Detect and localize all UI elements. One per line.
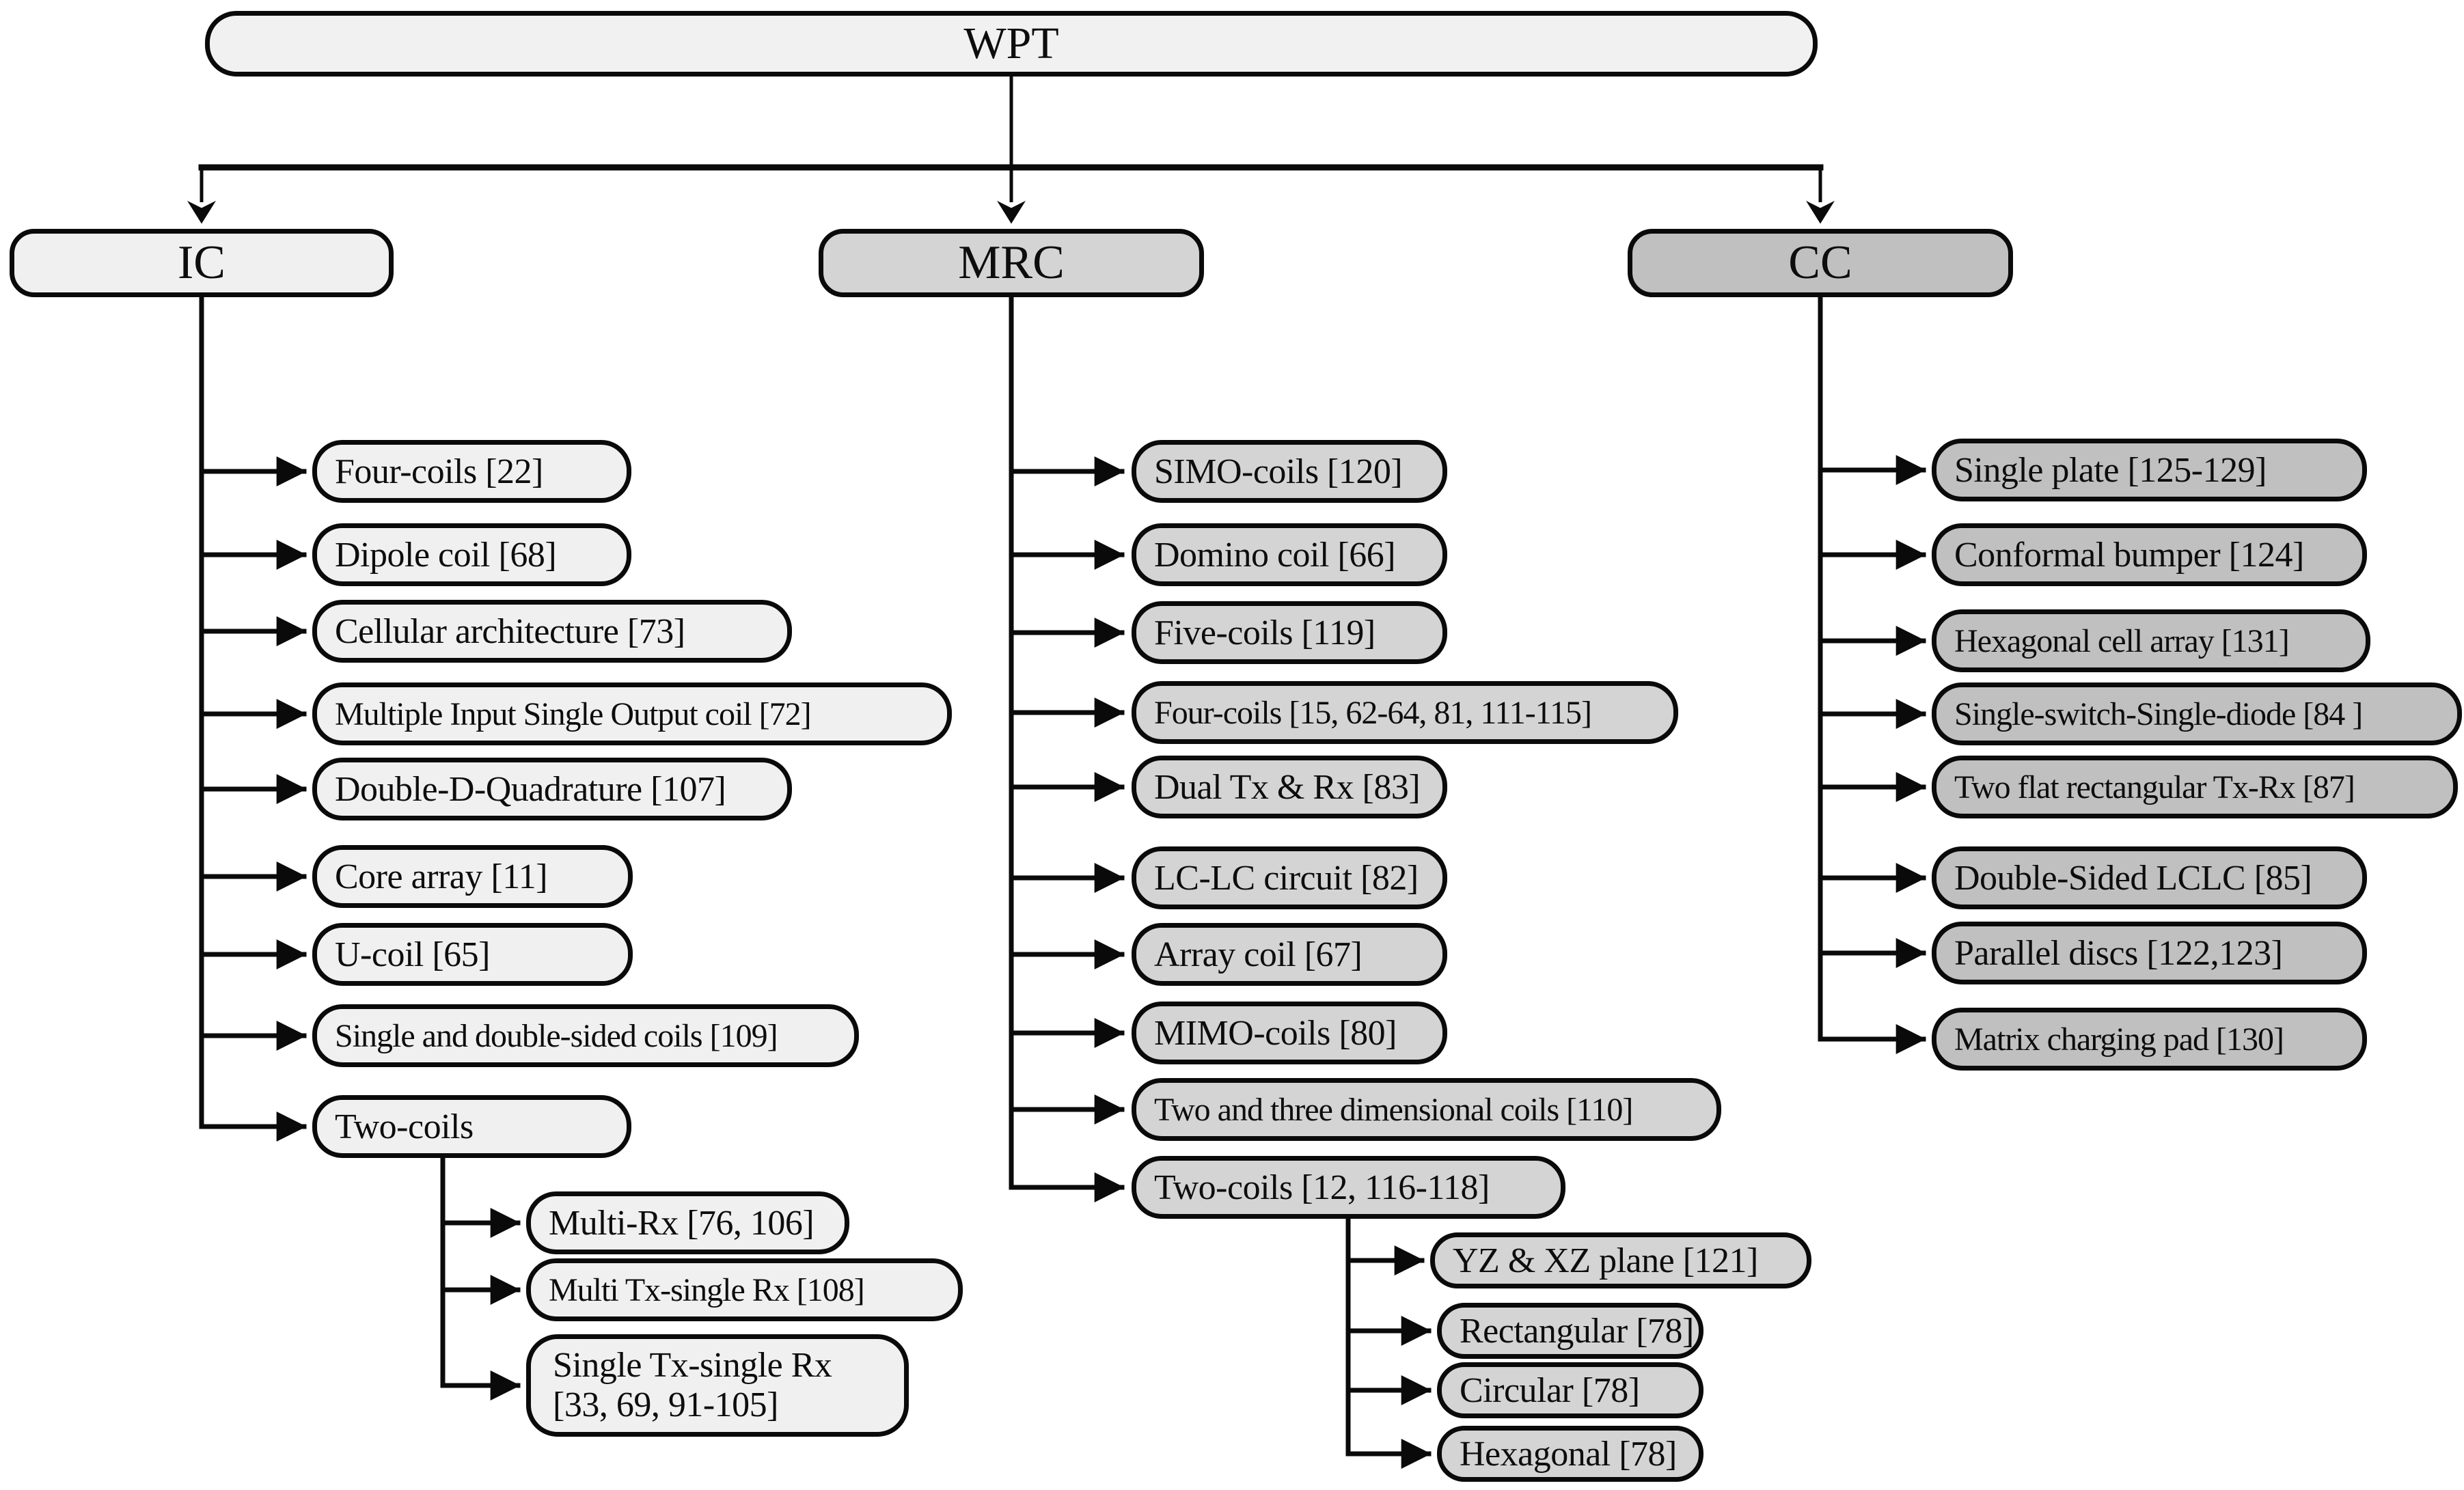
node-four-coils-22: Four-coils [22] (312, 440, 631, 503)
node-yz-xz-plane: YZ & XZ plane [121] (1430, 1232, 1811, 1288)
node-five-coils: Five-coils [119] (1132, 601, 1447, 664)
node-array-coil: Array coil [67] (1132, 923, 1447, 986)
node-conformal-bumper: Conformal bumper [124] (1932, 523, 2367, 586)
node-label: MIMO-coils [80] (1154, 1013, 1397, 1053)
node-hexagonal-cell-array: Hexagonal cell array [131] (1932, 609, 2370, 672)
node-label: Cellular architecture [73] (335, 611, 685, 651)
node-cc: CC (1628, 229, 2013, 297)
node-label: Rectangular [78] (1460, 1311, 1694, 1351)
node-multi-rx: Multi-Rx [76, 106] (526, 1191, 849, 1254)
node-label: Multiple Input Single Output coil [72] (335, 695, 812, 732)
node-ic: IC (10, 229, 394, 297)
node-single-plate: Single plate [125-129] (1932, 439, 2367, 501)
node-label: Parallel discs [122,123] (1954, 933, 2283, 973)
node-two-coils-mrc: Two-coils [12, 116-118] (1132, 1156, 1565, 1219)
node-simo-coils: SIMO-coils [120] (1132, 440, 1447, 503)
node-parallel-discs: Parallel discs [122,123] (1932, 922, 2367, 984)
node-two-coils-ic: Two-coils (312, 1095, 631, 1158)
node-domino-coil: Domino coil [66] (1132, 523, 1447, 586)
node-dual-tx-rx: Dual Tx & Rx [83] (1132, 756, 1447, 818)
node-label: Matrix charging pad [130] (1954, 1021, 2284, 1058)
node-single-and-double-sided-coils: Single and double-sided coils [109] (312, 1004, 859, 1067)
node-label: Two flat rectangular Tx-Rx [87] (1954, 769, 2355, 805)
node-wpt: WPT (205, 11, 1818, 77)
node-label: Core array [11] (335, 857, 548, 896)
node-hexagonal: Hexagonal [78] (1437, 1426, 1703, 1482)
node-double-sided-lclc: Double-Sided LCLC [85] (1932, 846, 2367, 909)
node-label: Multi Tx-single Rx [108] (549, 1271, 865, 1308)
node-two-and-three-dimensional-coils: Two and three dimensional coils [110] (1132, 1078, 1721, 1141)
node-rectangular: Rectangular [78] (1437, 1303, 1703, 1359)
node-mrc: MRC (819, 229, 1204, 297)
node-label: Two-coils [12, 116-118] (1154, 1168, 1490, 1207)
node-label: Two-coils (335, 1107, 474, 1146)
node-label: Dipole coil [68] (335, 535, 557, 575)
node-cellular-architecture: Cellular architecture [73] (312, 600, 792, 663)
node-label: Double-D-Quadrature [107] (335, 769, 726, 809)
node-label: Conformal bumper [124] (1954, 535, 2304, 575)
node-four-coils-mrc: Four-coils [15, 62-64, 81, 111-115] (1132, 681, 1678, 744)
ic-connectors (199, 294, 521, 1401)
node-label: Hexagonal [78] (1460, 1434, 1677, 1474)
node-dipole-coil: Dipole coil [68] (312, 523, 631, 586)
node-u-coil: U-coil [65] (312, 923, 633, 986)
node-mrc-label: MRC (958, 236, 1065, 289)
node-lc-lc-circuit: LC-LC circuit [82] (1132, 846, 1447, 909)
node-label: YZ & XZ plane [121] (1453, 1241, 1758, 1280)
node-two-flat-rectangular-tx-rx: Two flat rectangular Tx-Rx [87] (1932, 756, 2458, 818)
cc-connectors (1818, 294, 1926, 1054)
node-ic-label: IC (178, 236, 225, 289)
node-label: Five-coils [119] (1154, 613, 1375, 652)
node-label: Domino coil [66] (1154, 535, 1396, 575)
node-label: Four-coils [22] (335, 452, 543, 491)
node-label: Single Tx-single Rx [33, 69, 91-105] (553, 1345, 832, 1424)
node-multi-tx-single-rx: Multi Tx-single Rx [108] (526, 1258, 963, 1321)
node-label: Single plate [125-129] (1954, 450, 2267, 490)
node-double-d-quadrature: Double-D-Quadrature [107] (312, 758, 792, 820)
node-label: SIMO-coils [120] (1154, 452, 1403, 491)
node-label: Multi-Rx [76, 106] (549, 1203, 815, 1243)
node-label: Circular [78] (1460, 1370, 1640, 1410)
node-label: U-coil [65] (335, 935, 490, 974)
node-label: LC-LC circuit [82] (1154, 858, 1419, 898)
node-multiple-input-single-output: Multiple Input Single Output coil [72] (312, 682, 952, 745)
node-cc-label: CC (1788, 236, 1852, 289)
node-single-tx-single-rx: Single Tx-single Rx [33, 69, 91-105] (526, 1334, 909, 1437)
node-matrix-charging-pad: Matrix charging pad [130] (1932, 1008, 2367, 1071)
node-single-switch-single-diode: Single-switch-Single-diode [84 ] (1932, 682, 2462, 745)
node-circular: Circular [78] (1437, 1362, 1703, 1418)
root-connectors (187, 77, 1835, 224)
node-label: Dual Tx & Rx [83] (1154, 767, 1421, 807)
mrc-connectors (1009, 294, 1432, 1469)
node-label: Single and double-sided coils [109] (335, 1017, 778, 1054)
node-mimo-coils: MIMO-coils [80] (1132, 1002, 1447, 1064)
node-label: Hexagonal cell array [131] (1954, 622, 2290, 659)
node-label: Array coil [67] (1154, 935, 1363, 974)
node-core-array: Core array [11] (312, 845, 633, 908)
node-label: Four-coils [15, 62-64, 81, 111-115] (1154, 694, 1592, 731)
node-label: Double-Sided LCLC [85] (1954, 858, 2312, 898)
node-wpt-label: WPT (963, 18, 1059, 68)
node-label: Single-switch-Single-diode [84 ] (1954, 695, 2363, 732)
node-label: Two and three dimensional coils [110] (1154, 1091, 1633, 1128)
